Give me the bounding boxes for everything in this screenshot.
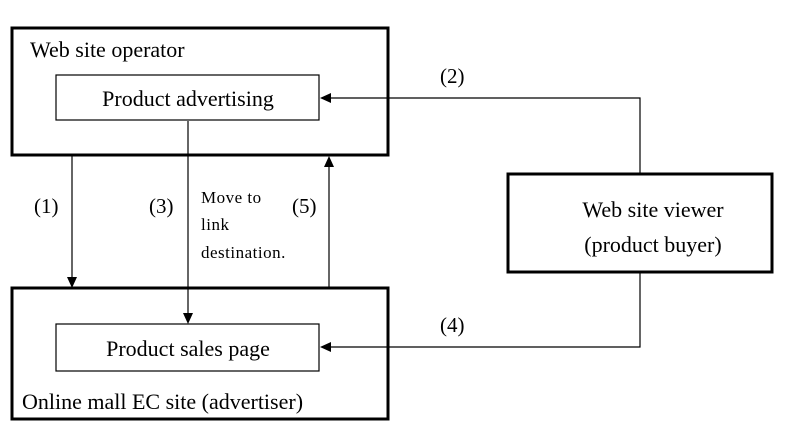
sales-page-box: Product sales page xyxy=(55,323,320,372)
arrow-step-4 xyxy=(320,273,641,352)
viewer-line2: (product buyer) xyxy=(584,232,721,257)
move-note-line1: Move to xyxy=(201,188,262,207)
viewer-line1: Web site viewer xyxy=(582,197,724,222)
viewer-box: Web site viewer (product buyer) xyxy=(506,172,774,274)
move-note-line3: destination. xyxy=(201,243,286,262)
step-3-label: (3) xyxy=(149,194,174,218)
arrow-step-5 xyxy=(324,156,334,287)
operator-title: Web site operator xyxy=(30,37,185,62)
move-note: Move to link destination. xyxy=(201,188,286,262)
arrow-step-2 xyxy=(320,93,641,173)
advertising-box: Product advertising xyxy=(55,74,320,121)
step-5-label: (5) xyxy=(292,194,317,218)
step-2-label: (2) xyxy=(440,64,465,88)
advertising-label: Product advertising xyxy=(102,86,274,111)
step-1-label: (1) xyxy=(34,194,59,218)
sales-page-label: Product sales page xyxy=(106,336,270,361)
arrow-step-1 xyxy=(67,156,77,288)
step-4-label: (4) xyxy=(440,313,465,337)
arrow-step-3 xyxy=(183,121,193,324)
move-note-line2: link xyxy=(201,215,229,234)
mall-title: Online mall EC site (advertiser) xyxy=(22,389,303,414)
